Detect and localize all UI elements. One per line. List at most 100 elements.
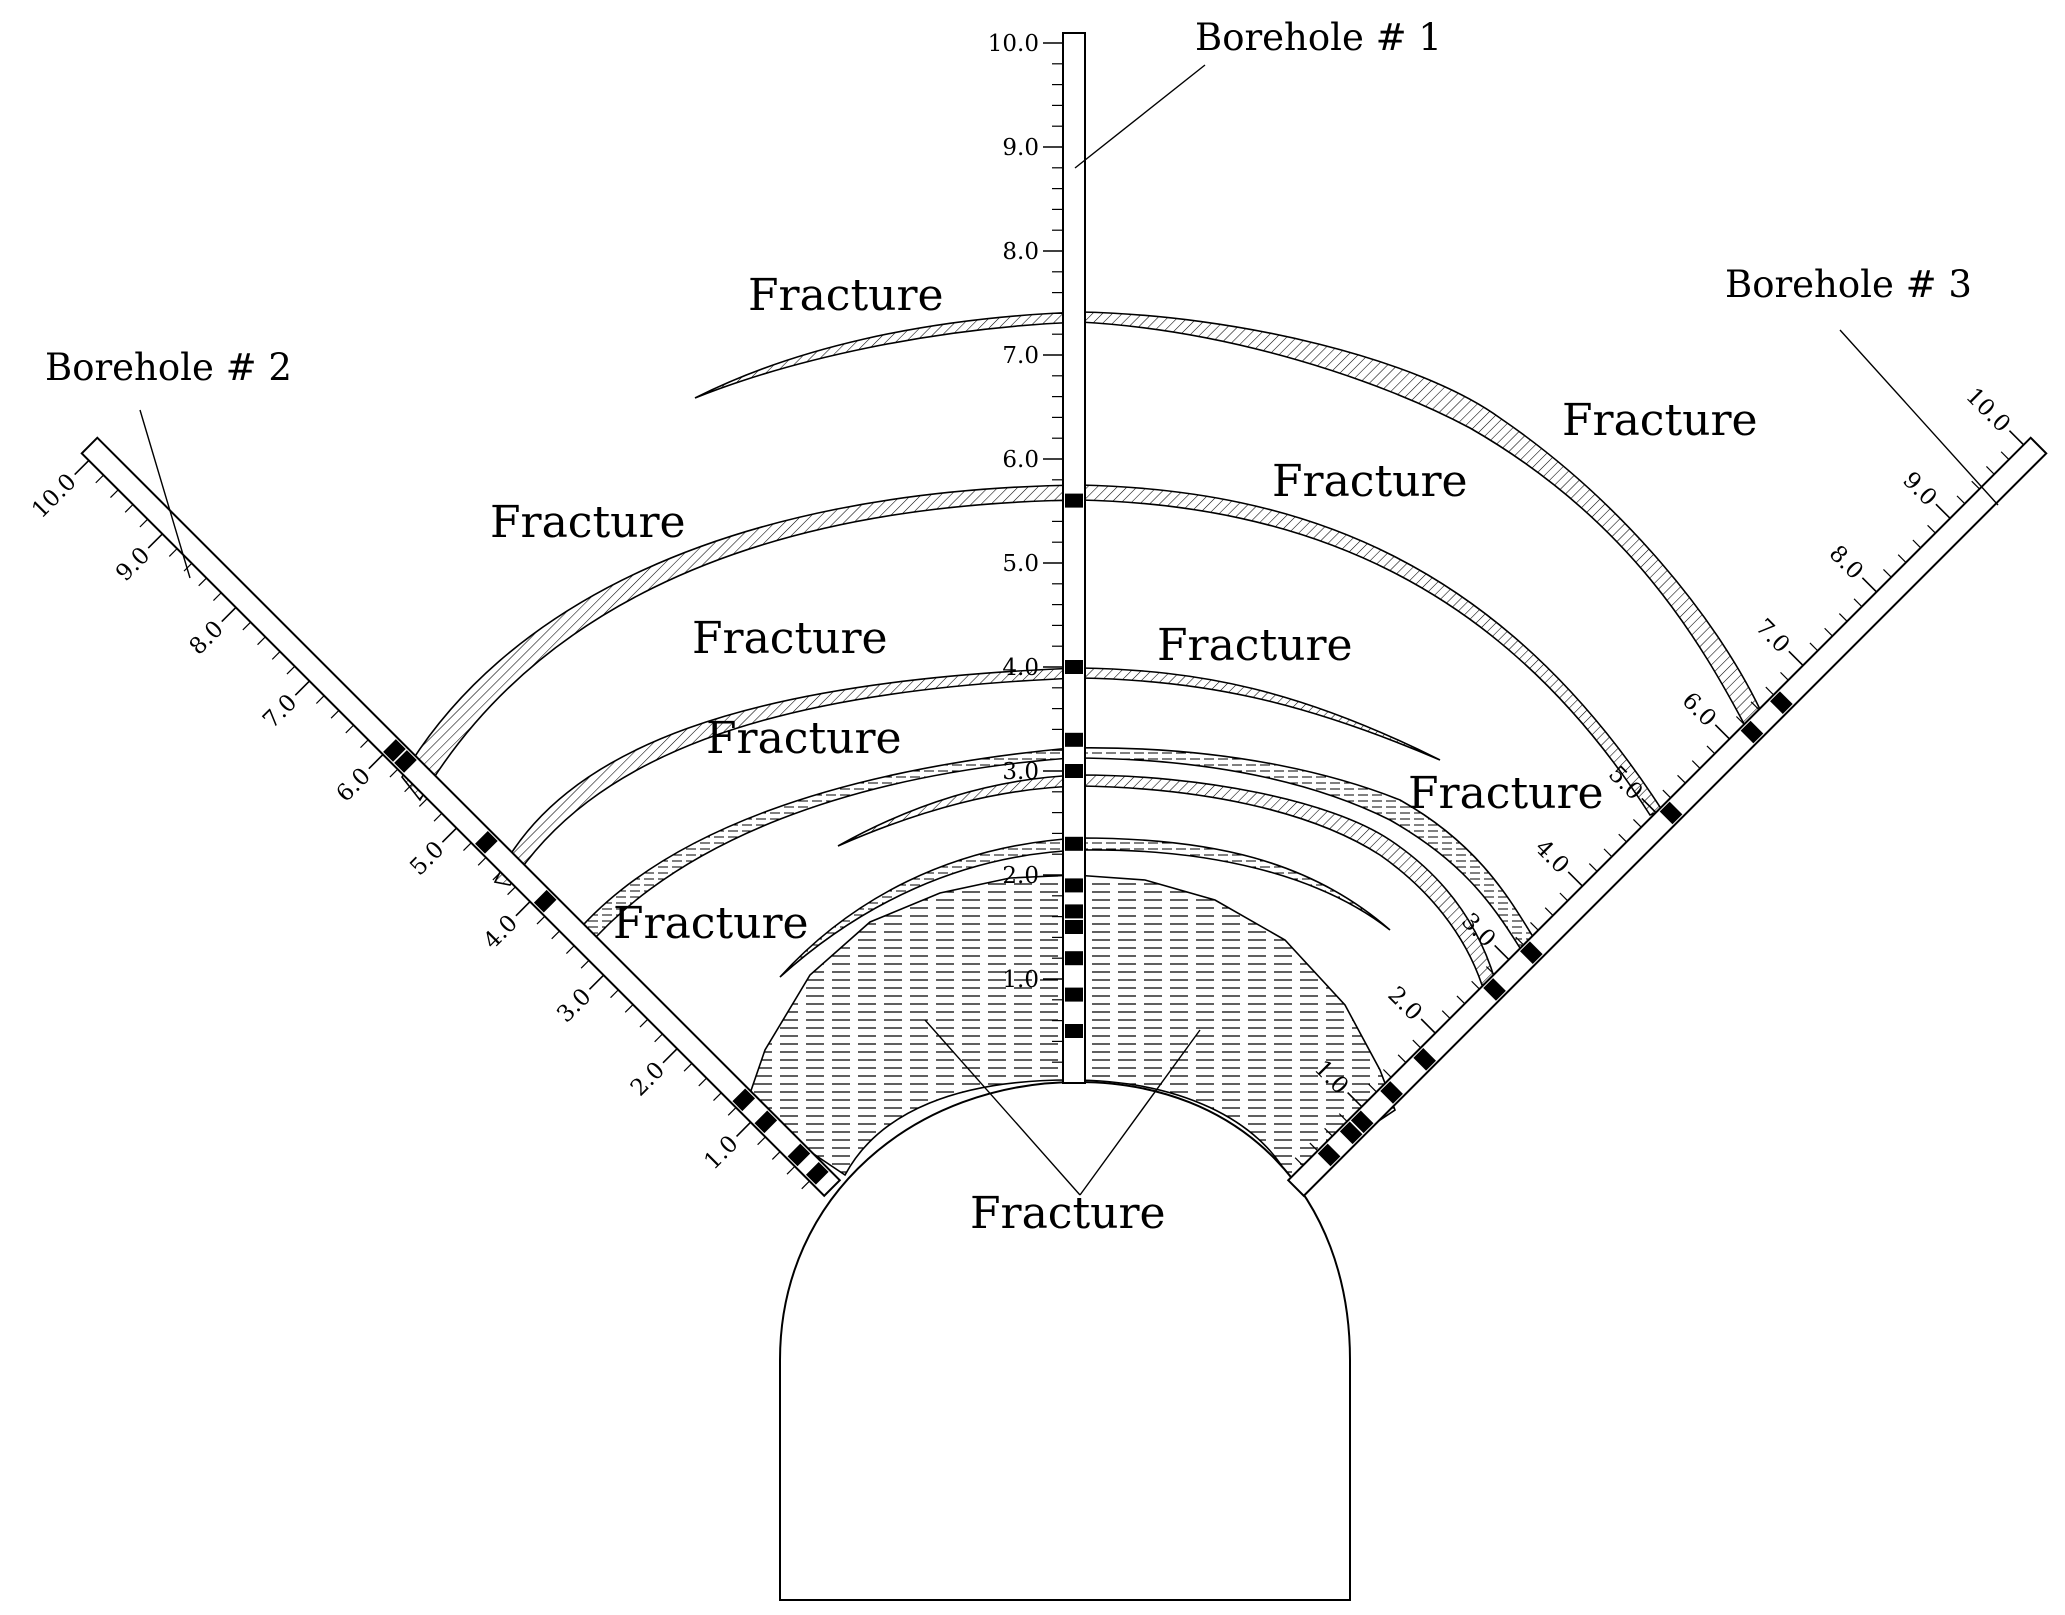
scale-minor-tick (1691, 760, 1701, 769)
scale-tick-label: 2.0 (1002, 863, 1039, 889)
scale-minor-tick (1544, 907, 1554, 916)
borehole-3-label: Borehole # 3 (1725, 263, 1972, 306)
borehole-1-shaft (1062, 32, 1086, 1084)
scale-tick-label: 10.0 (988, 31, 1039, 57)
borehole-1-label: Borehole # 1 (1195, 16, 1442, 59)
tunnel-outline (779, 1080, 1351, 1601)
fracture-label: Fracture (1408, 768, 1604, 819)
scale-minor-tick (713, 1092, 722, 1102)
fracture-zone-mark (732, 1088, 756, 1112)
scale-minor-tick (492, 871, 502, 881)
scale-minor-tick (183, 562, 193, 572)
scale-minor-tick (1853, 598, 1863, 608)
fracture-label: Fracture (692, 613, 888, 664)
borehole-1-scale: 1.02.03.04.05.06.07.08.09.010.0 (988, 31, 1063, 1063)
scale-tick-label: 8.0 (1002, 239, 1039, 265)
scale-major-tick (662, 1048, 678, 1064)
fracture-zone-mark (1065, 764, 1083, 778)
scale-minor-tick (1618, 833, 1627, 843)
scale-minor-tick (1441, 1010, 1451, 1019)
scale-minor-tick (727, 1107, 737, 1116)
scale-minor-tick (124, 504, 134, 513)
fracture-zone-mark (1339, 1121, 1363, 1145)
scale-minor-tick (771, 1151, 781, 1160)
scale-tick-label: 10.0 (27, 469, 82, 524)
scale-minor-tick (212, 592, 222, 601)
scale-major-tick (735, 1121, 752, 1137)
scale-tick-label: 7.0 (1750, 614, 1794, 658)
scale-major-tick (515, 901, 531, 917)
scale-minor-tick (1485, 966, 1495, 975)
scale-minor-tick (1588, 863, 1598, 872)
scale-minor-tick (2000, 451, 2010, 460)
borehole-3-fracture-zones (1317, 691, 1793, 1167)
scale-minor-tick (110, 489, 119, 499)
scale-tick-label: 4.0 (1002, 655, 1039, 681)
borehole-1: 1.02.03.04.05.06.07.08.09.010.0 (988, 31, 1086, 1084)
fracture-zone-mark (1065, 836, 1083, 851)
fracture-zone-mark (1350, 1110, 1374, 1134)
scale-major-tick (368, 753, 384, 770)
scale-major-tick (1494, 944, 1510, 961)
scale-minor-tick (1706, 745, 1716, 755)
scale-minor-tick (1780, 671, 1789, 681)
fracture-label: Fracture (1272, 456, 1468, 507)
scale-minor-tick (242, 621, 252, 631)
fracture-band (779, 837, 1391, 978)
fracture-zone-mark (1659, 801, 1683, 825)
scale-minor-tick (786, 1165, 796, 1175)
fracture-zone-mark (1065, 951, 1083, 966)
fracture-band (493, 667, 1441, 886)
scale-major-tick (74, 459, 90, 476)
scale-tick-label: 2.0 (1383, 982, 1427, 1026)
borehole-2-shaft (80, 436, 842, 1198)
scale-minor-tick (1971, 480, 1980, 490)
fracture-label: Fracture (1562, 395, 1758, 446)
scale-minor-tick (1412, 1039, 1422, 1049)
scale-minor-tick (551, 930, 560, 940)
scale-minor-tick (1338, 1113, 1348, 1122)
scale-minor-tick (1530, 921, 1539, 931)
scale-minor-tick (1824, 627, 1833, 637)
scale-tick-label: 3.0 (1002, 759, 1039, 785)
scale-minor-tick (1809, 642, 1819, 652)
scale-tick-label: 1.0 (1002, 967, 1039, 993)
borehole-1-leader-line (1074, 64, 1206, 169)
scale-major-tick (147, 533, 163, 549)
fracture-label: Fracture (490, 497, 686, 548)
scale-minor-tick (1633, 819, 1642, 828)
scale-minor-tick (1603, 848, 1613, 858)
fracture-zone-mark (1065, 660, 1083, 674)
scale-tick-label: 9.0 (1897, 467, 1941, 511)
scale-minor-tick (139, 518, 149, 528)
scale-tick-label: 10.0 (1961, 383, 2016, 438)
scale-minor-tick (698, 1077, 707, 1087)
fracture-labels: Fracture Fracture Fracture Fracture Frac… (490, 270, 1758, 1239)
scale-minor-tick (1765, 686, 1775, 696)
borehole-2-fracture-zones (383, 739, 829, 1185)
scale-minor-tick (168, 548, 178, 557)
scale-minor-tick (624, 1004, 634, 1013)
scale-tick-label: 1.0 (699, 1131, 743, 1175)
scale-minor-tick (1912, 539, 1922, 549)
scale-minor-tick (1956, 495, 1966, 505)
borehole-1-fracture-zones (1065, 493, 1083, 1038)
scale-major-tick (2008, 430, 2025, 446)
scale-minor-tick (433, 812, 443, 822)
scale-minor-tick (286, 665, 296, 675)
scale-minor-tick (1397, 1054, 1407, 1063)
scale-major-tick (1420, 1018, 1436, 1034)
scale-major-tick (1861, 577, 1878, 593)
scale-minor-tick (1559, 892, 1569, 902)
scale-minor-tick (757, 1136, 766, 1146)
scale-minor-tick (1897, 554, 1907, 563)
fracture-zone-mark (1740, 720, 1764, 744)
borehole-2-label: Borehole # 2 (45, 346, 292, 389)
scale-minor-tick (1471, 980, 1480, 990)
fracture-zone-mark (1065, 987, 1083, 1002)
fracture-zone-mark (1520, 941, 1543, 964)
scale-minor-tick (477, 857, 487, 866)
scale-minor-tick (507, 886, 516, 896)
fracture-zone-mark (754, 1110, 778, 1134)
scale-major-tick (1788, 650, 1804, 667)
